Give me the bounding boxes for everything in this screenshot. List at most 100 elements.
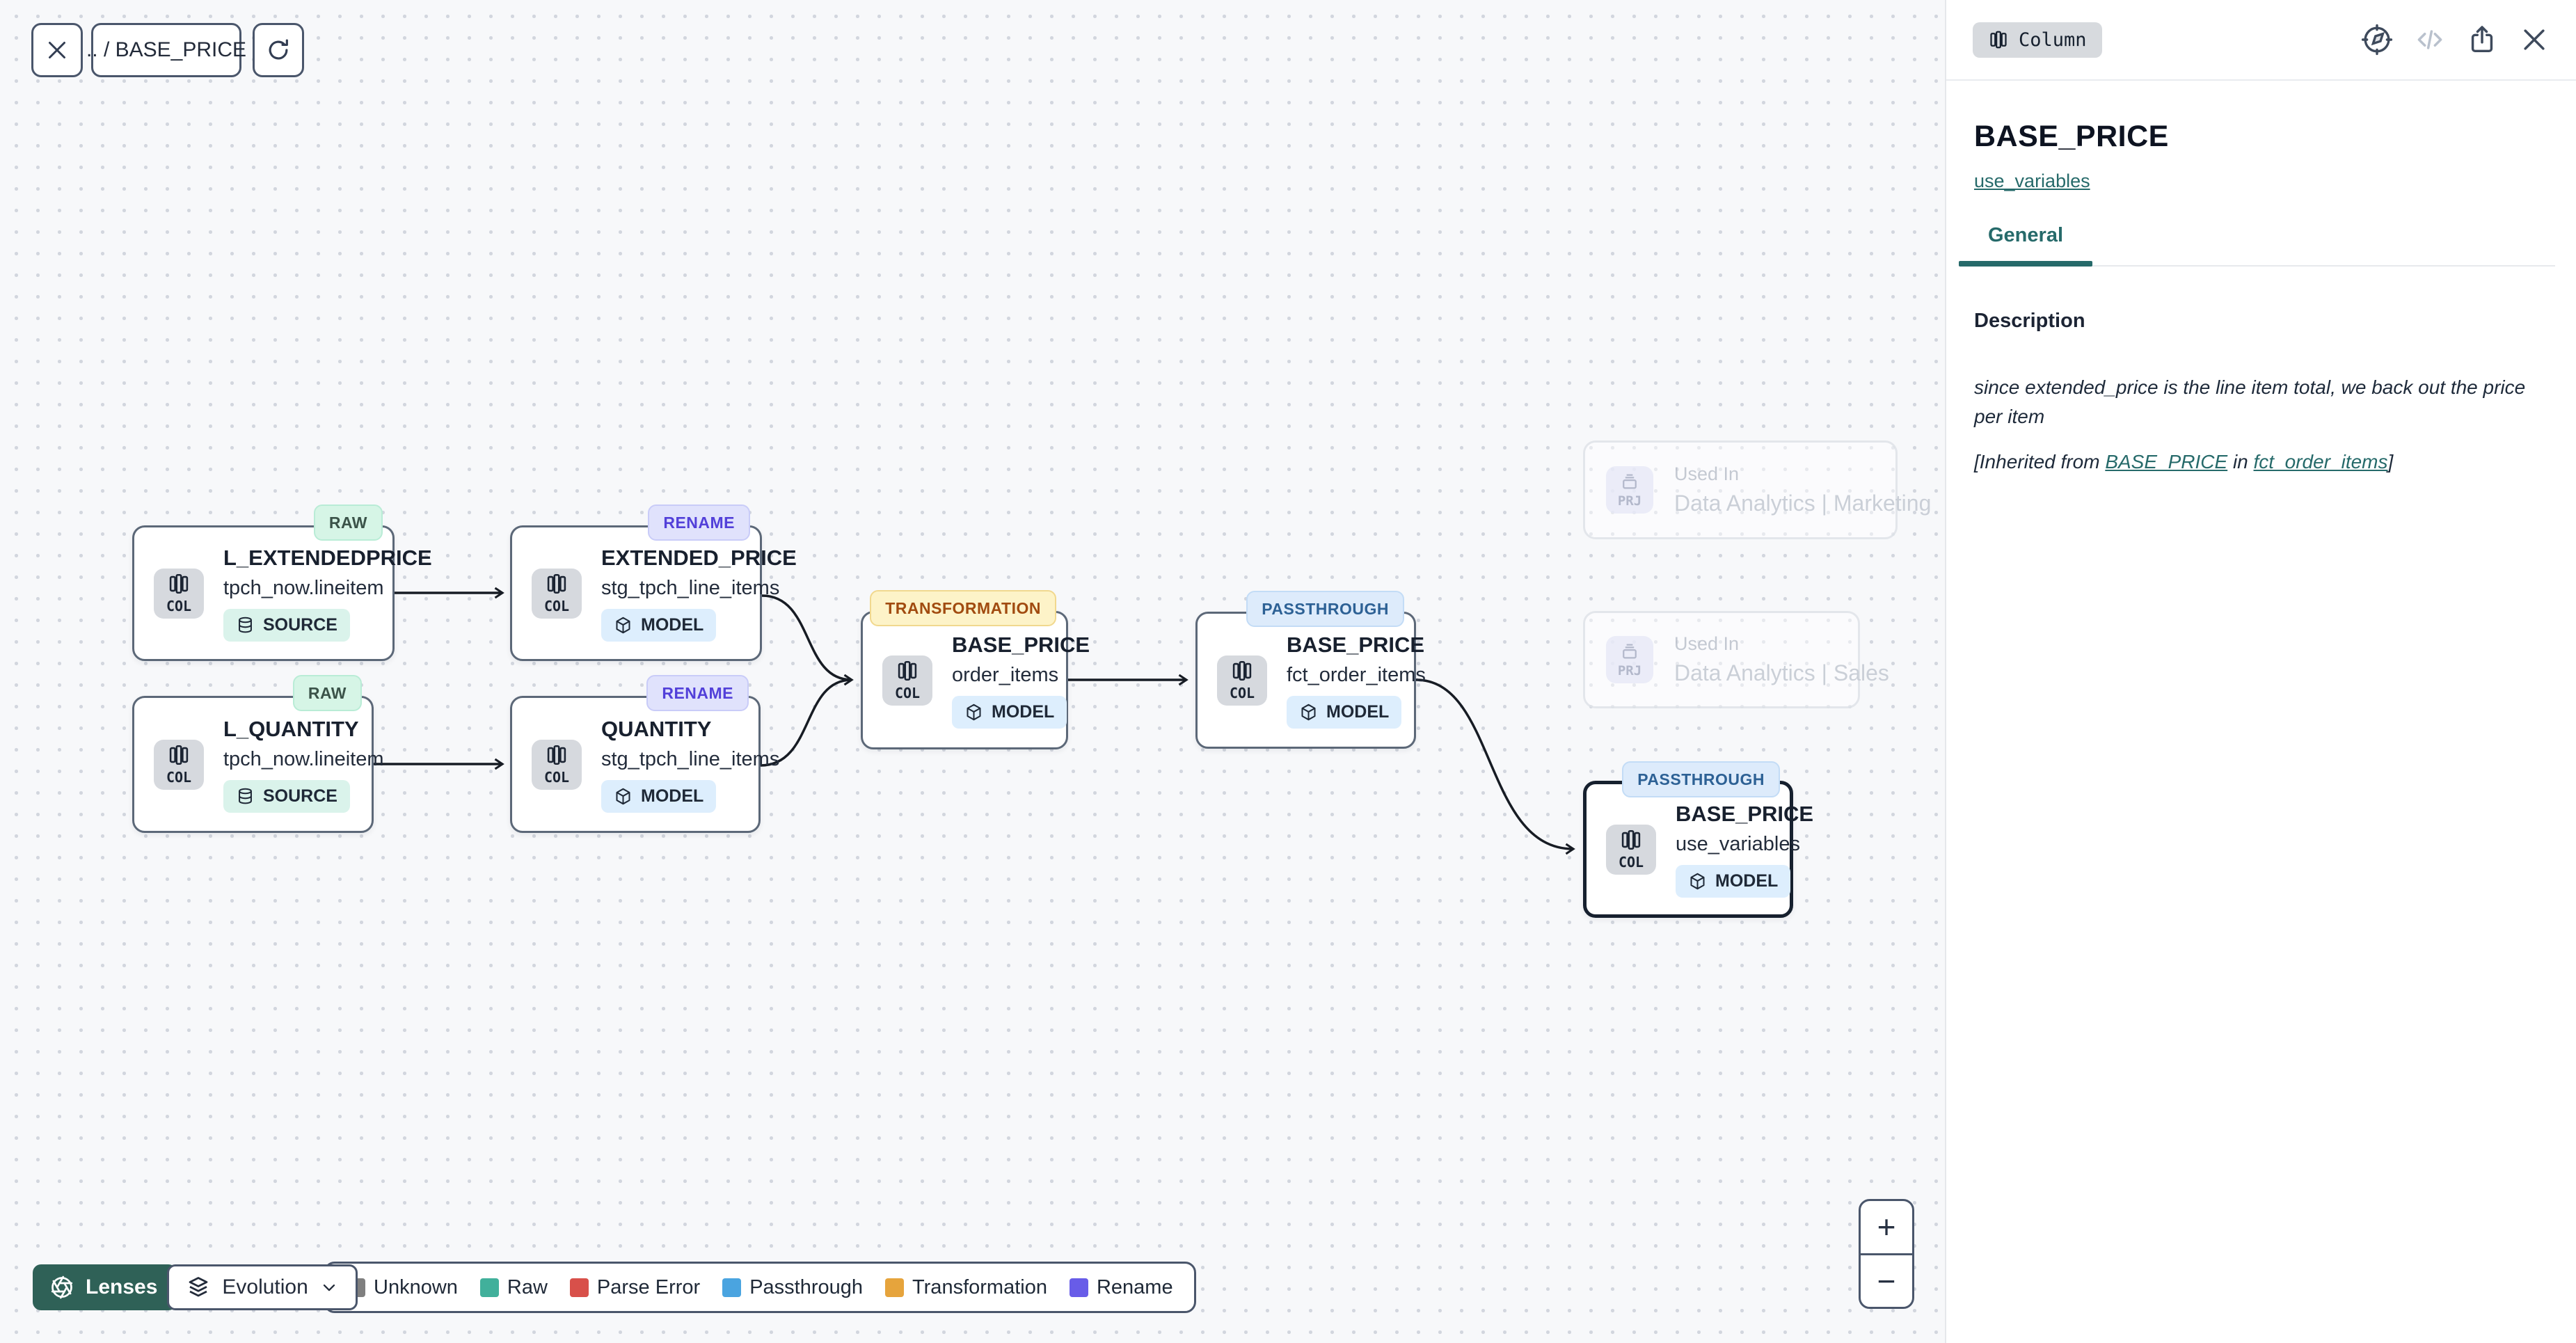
model-badge: MODEL (601, 779, 717, 813)
columns-icon (1621, 829, 1641, 850)
project-icon (1623, 474, 1637, 489)
column-kind-label: COL (1618, 854, 1644, 871)
node-title: EXTENDED_PRICE (601, 545, 797, 570)
code-icon[interactable] (2415, 24, 2445, 55)
node-type-label: SOURCE (263, 614, 337, 635)
details-panel: Column BASE_PRICE use_variables General … (1945, 0, 2576, 1343)
database-icon (239, 617, 252, 633)
lens-badge-rename: RENAME (648, 504, 750, 541)
node-type-label: MODEL (641, 614, 704, 635)
aperture-icon (51, 1276, 73, 1299)
lineage-node-l-extendedprice[interactable]: RAW COL L_EXTENDEDPRICE tpch_now.lineite… (132, 504, 432, 661)
chevron-down-icon (323, 1284, 335, 1292)
column-kind-label: COL (166, 598, 192, 614)
tab-general[interactable]: General (1959, 224, 2092, 267)
project-kind-label: PRJ (1617, 663, 1642, 678)
lineage-edges (374, 587, 1575, 855)
node-subtitle: tpch_now.lineitem (223, 576, 384, 599)
node-subtitle: tpch_now.lineitem (223, 747, 384, 770)
details-panel-header: Column (1946, 0, 2576, 81)
columns-icon (1232, 660, 1252, 681)
node-title: L_QUANTITY (223, 716, 359, 741)
node-subtitle: order_items (952, 663, 1059, 686)
project-icon (1623, 644, 1637, 659)
layers-icon (189, 1277, 208, 1297)
lineage-node-extended-price[interactable]: RENAME COL EXTENDED_PRICE stg_tpch_line_… (510, 504, 797, 661)
used-in-node-sales[interactable]: PRJ Used In Data Analytics | Sales (1583, 611, 1889, 708)
node-type-label: MODEL (641, 786, 704, 806)
details-panel-body: BASE_PRICE use_variables General Descrip… (1946, 120, 2576, 473)
used-in-label: Used In (1674, 633, 1740, 654)
node-title: BASE_PRICE (1676, 801, 1814, 826)
column-kind-chip: COL (154, 568, 204, 619)
lens-badge-passthrough: PASSTHROUGH (1622, 761, 1780, 797)
close-lineage-button[interactable] (31, 23, 83, 77)
legend-item-rename: Rename (1069, 1276, 1173, 1299)
column-kind-label: COL (543, 769, 570, 786)
legend-swatch (722, 1278, 742, 1297)
lens-badge-raw: RAW (313, 504, 383, 541)
column-kind-label: COL (894, 685, 921, 701)
legend-item-raw: Raw (479, 1276, 548, 1299)
legend-swatch (1069, 1278, 1088, 1297)
lens-badge-passthrough: PASSTHROUGH (1246, 591, 1404, 627)
used-in-node-marketing[interactable]: PRJ Used In Data Analytics | Marketing (1583, 440, 1931, 539)
column-kind-label: COL (166, 769, 192, 786)
zoom-in-button[interactable]: + (1861, 1201, 1912, 1255)
inherited-model-link[interactable]: fct_order_items (2253, 451, 2388, 472)
entity-type-label: Column (2019, 29, 2087, 51)
inherited-column-link[interactable]: BASE_PRICE (2105, 451, 2228, 472)
node-subtitle: use_variables (1676, 832, 1800, 855)
compass-icon[interactable] (2360, 23, 2394, 56)
description-text: since extended_price is the line item to… (1974, 376, 2526, 427)
lineage-node-quantity[interactable]: RENAME COL QUANTITY stg_tpch_line_items … (510, 675, 779, 833)
lens-badge-transformation: TRANSFORMATION (870, 590, 1056, 626)
lenses-bar: Lenses Evolution (33, 1264, 358, 1310)
node-type-label: MODEL (992, 701, 1055, 722)
legend-swatch (569, 1278, 589, 1297)
legend-swatch (885, 1278, 905, 1297)
node-subtitle: fct_order_items (1287, 663, 1426, 686)
model-badge: MODEL (601, 608, 717, 642)
lenses-button[interactable]: Lenses (33, 1264, 177, 1310)
used-in-label: Used In (1674, 463, 1740, 484)
cube-icon (1690, 873, 1705, 889)
lineage-node-base-price-fct-order-items[interactable]: PASSTHROUGH COL BASE_PRICE fct_order_ite… (1195, 591, 1426, 749)
node-title: BASE_PRICE (952, 632, 1090, 657)
lens-selector-dropdown[interactable]: Evolution (167, 1264, 358, 1310)
column-kind-chip: COL (154, 739, 204, 790)
used-in-name: Data Analytics | Sales (1674, 660, 1889, 685)
columns-icon (169, 573, 189, 594)
share-icon[interactable] (2466, 24, 2498, 56)
columns-icon (547, 745, 566, 765)
lineage-node-base-price-order-items[interactable]: TRANSFORMATION COL BASE_PRICE order_item… (861, 590, 1090, 749)
panel-title: BASE_PRICE (1974, 120, 2169, 153)
lens-badge-raw: RAW (292, 675, 362, 711)
node-subtitle: stg_tpch_line_items (601, 576, 780, 599)
model-link[interactable]: use_variables (1974, 170, 2090, 191)
column-kind-chip: COL (532, 568, 582, 619)
legend-item-transformation: Transformation (885, 1276, 1047, 1299)
column-kind-chip: COL (1606, 824, 1656, 875)
selected-lens-label: Evolution (222, 1276, 308, 1298)
legend-swatch (479, 1278, 499, 1297)
database-icon (239, 788, 252, 804)
column-kind-label: COL (543, 598, 570, 614)
node-title: QUANTITY (601, 716, 712, 741)
zoom-out-button[interactable]: − (1861, 1255, 1912, 1308)
breadcrumb[interactable]: .. / BASE_PRICE (86, 23, 246, 77)
cube-icon (616, 617, 630, 633)
edge (1415, 678, 1575, 855)
lineage-node-l-quantity[interactable]: RAW COL L_QUANTITY tpch_now.lineitem SOU… (132, 675, 384, 833)
columns-icon (169, 745, 189, 765)
zoom-controls: + − (1859, 1199, 1914, 1309)
close-panel-icon[interactable] (2519, 24, 2550, 55)
cube-icon (967, 704, 981, 720)
lineage-canvas[interactable]: .. / BASE_PRICE RAW COL L_EXTENDEDPRICE … (0, 0, 1945, 1343)
source-badge: SOURCE (223, 608, 350, 642)
legend-item-parse-error: Parse Error (569, 1276, 700, 1299)
refresh-button[interactable] (253, 23, 304, 77)
node-subtitle: stg_tpch_line_items (601, 747, 780, 770)
lineage-node-base-price-use-variables[interactable]: PASSTHROUGH COL BASE_PRICE use_variables… (1583, 761, 1813, 918)
description-heading: Description (1974, 310, 2085, 332)
